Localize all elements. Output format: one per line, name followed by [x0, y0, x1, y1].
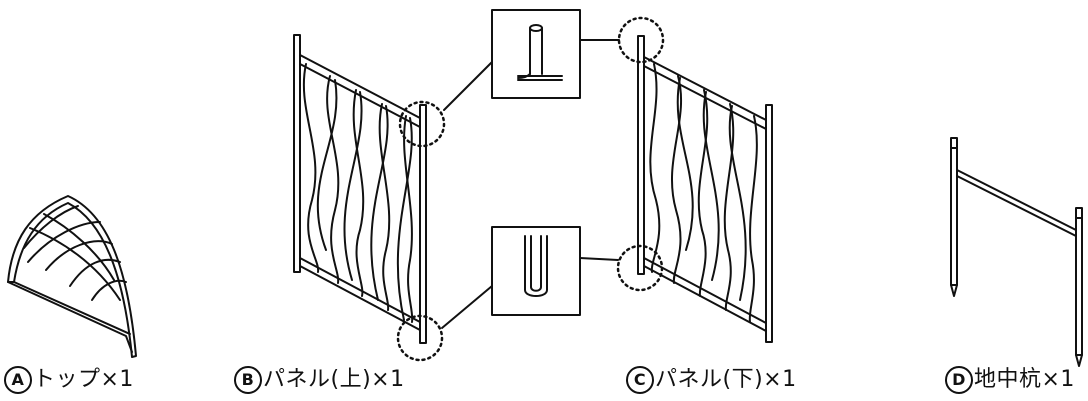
- lower-panel-icon: [637, 35, 773, 343]
- upper-panel-icon: [293, 34, 427, 344]
- ground-stake-icon: [950, 137, 1083, 367]
- detail-zoom-icon: [396, 9, 665, 362]
- part-mark: D: [945, 366, 973, 394]
- part-label: パネル(下)×1: [655, 367, 797, 392]
- part-label: トップ×1: [33, 367, 134, 392]
- part-label: 地中杭×1: [974, 367, 1075, 392]
- top-arch-icon: [7, 195, 137, 358]
- part-label: パネル(上)×1: [263, 367, 405, 392]
- part-mark: C: [626, 366, 654, 394]
- part-mark: B: [234, 366, 262, 394]
- part-mark: A: [4, 366, 32, 394]
